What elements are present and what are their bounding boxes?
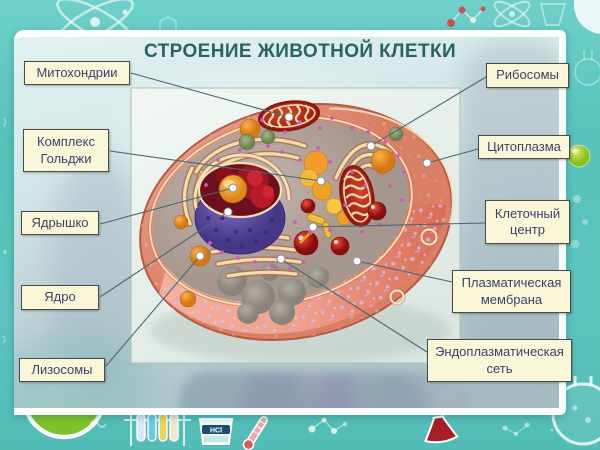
callout-cell-center	[312, 222, 486, 228]
callout-er	[280, 258, 428, 353]
nucleus	[192, 152, 292, 255]
squiggle-icon	[89, 420, 107, 428]
beaker-icon: HCl	[198, 418, 234, 445]
nuclear-envelope-cream	[193, 153, 291, 209]
nucleus-rim	[197, 161, 283, 219]
doodle-dash	[3, 117, 7, 127]
red-vesicles	[293, 198, 387, 256]
flask-outline-icon	[574, 50, 600, 86]
centriole-arrow	[299, 231, 312, 244]
ribosome-dots	[204, 116, 406, 270]
bubble-icon	[570, 239, 580, 249]
callout-mitochondria	[130, 72, 290, 118]
callout-cytoplasm	[426, 148, 479, 164]
jug-icon	[573, 0, 600, 34]
doodle-dot	[3, 250, 7, 254]
green-ball-icon	[567, 144, 591, 168]
callout-lysosomes	[105, 255, 201, 367]
gray-vesicles	[217, 263, 329, 325]
bubble-icon	[573, 195, 581, 203]
molecule-icon	[308, 417, 347, 434]
callout-nucleus	[99, 211, 229, 298]
bubble-icon	[582, 219, 588, 225]
thermometer-icon	[242, 416, 268, 450]
golgi-apparatus	[299, 150, 352, 226]
background-molecules	[179, 372, 469, 408]
slide-title: СТРОЕНИЕ ЖИВОТНОЙ КЛЕТКИ	[143, 41, 456, 62]
callout-ribosomes	[370, 76, 487, 147]
membrane-inner-line	[329, 107, 454, 226]
membrane-loops	[388, 227, 439, 306]
molecule-icon	[447, 6, 486, 27]
cut-face-speckles	[159, 202, 447, 334]
nuclear-pores	[205, 215, 275, 249]
callout-nucleolus	[99, 187, 234, 225]
cell-illustration	[139, 100, 454, 341]
beaker-label: HCl	[210, 428, 222, 435]
anchor-dots	[195, 112, 432, 266]
test-tubes-icon	[124, 409, 191, 446]
centrioles	[299, 213, 332, 244]
callout-plasma-membrane	[356, 260, 453, 283]
atom-icon	[493, 0, 531, 28]
callout-lines	[99, 72, 487, 367]
doodle-dash	[2, 335, 6, 344]
beaker-outline-icon	[540, 3, 566, 26]
molecule-icon	[502, 422, 554, 436]
green-vesicles	[238, 126, 404, 151]
erlenmeyer-flask-icon	[424, 415, 459, 444]
callout-golgi	[109, 150, 322, 182]
